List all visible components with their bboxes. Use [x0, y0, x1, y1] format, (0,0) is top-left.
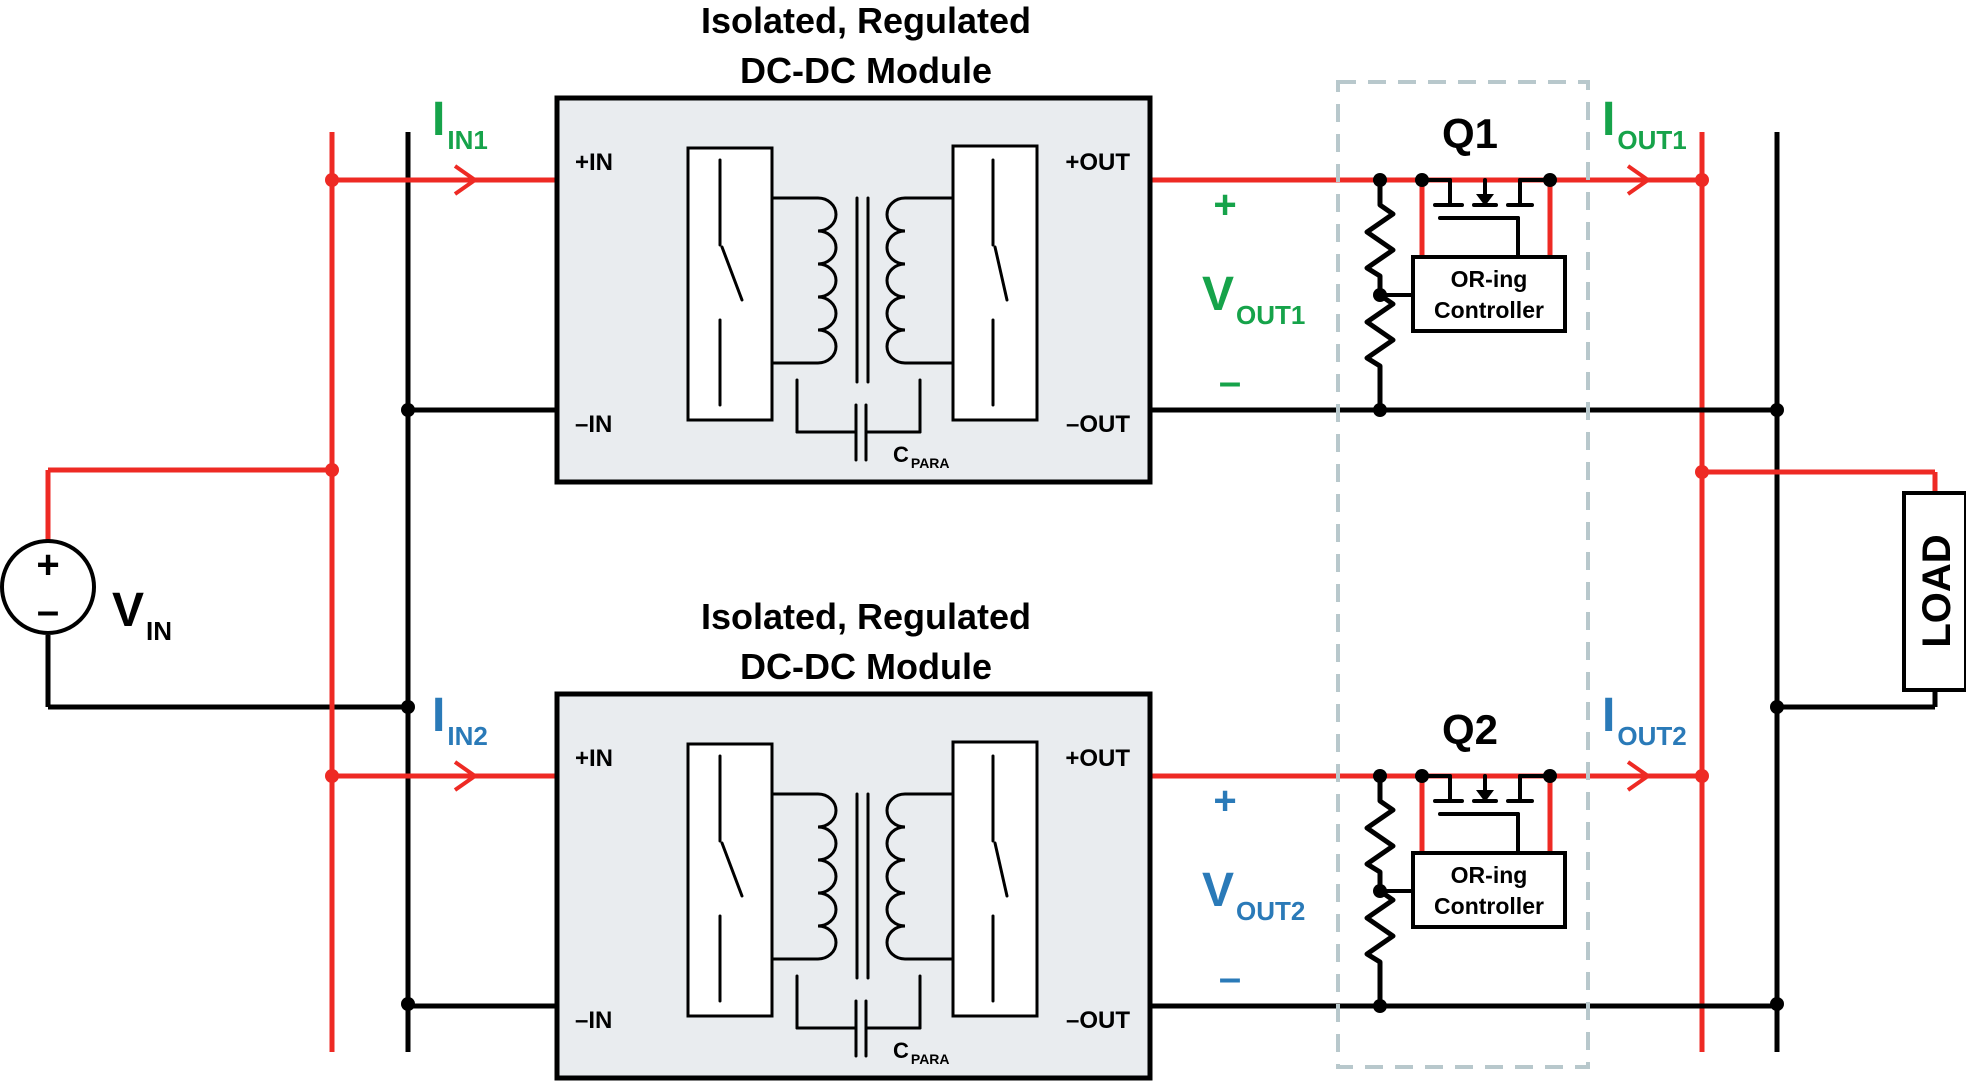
iin-label: IIN1: [432, 93, 488, 155]
pin-in-negative: –IN: [575, 411, 612, 438]
secondary-winding: [885, 792, 953, 961]
controller-line1: OR-ing: [1451, 862, 1528, 888]
secondary-winding: [885, 196, 953, 365]
vout-label: VOUT2: [1202, 864, 1305, 926]
module-title-line1: Isolated, Regulated: [701, 0, 1031, 41]
controller-line1: OR-ing: [1451, 266, 1528, 292]
fet-label: Q2: [1442, 706, 1498, 753]
voltage-source: + – VIN: [0, 467, 408, 710]
iin-label: IIN2: [432, 689, 488, 751]
primary-switch-block: [686, 742, 774, 1018]
module-title-line2: DC-DC Module: [740, 646, 992, 687]
vout-label: VOUT1: [1202, 268, 1305, 330]
primary-winding: [772, 792, 838, 961]
vin-label: VIN: [112, 584, 172, 646]
pin-out-negative: –OUT: [1066, 1007, 1130, 1034]
pin-out-positive: +OUT: [1065, 745, 1130, 772]
module-title-line1: Isolated, Regulated: [701, 596, 1031, 637]
controller-line2: Controller: [1434, 297, 1544, 323]
iout-label: IOUT2: [1602, 689, 1687, 751]
primary-switch-block: [686, 146, 774, 422]
vout-plus: +: [1213, 183, 1236, 227]
secondary-switch-block: [951, 740, 1039, 1018]
module-title-line2: DC-DC Module: [740, 50, 992, 91]
pin-in-positive: +IN: [575, 149, 613, 176]
iout-label: IOUT1: [1602, 93, 1687, 155]
load-label: LOAD: [1915, 534, 1959, 647]
primary-winding: [772, 196, 838, 365]
pin-out-positive: +OUT: [1065, 149, 1130, 176]
oring-controller: [1411, 851, 1567, 929]
controller-line2: Controller: [1434, 893, 1544, 919]
resistor-divider: [1364, 776, 1396, 1006]
resistor-divider: [1364, 180, 1396, 410]
vout-plus: +: [1213, 779, 1236, 823]
secondary-switch-block: [951, 144, 1039, 422]
source-minus: –: [37, 589, 59, 633]
pin-out-negative: –OUT: [1066, 411, 1130, 438]
oring-region: [1336, 80, 1590, 1069]
pin-in-positive: +IN: [575, 745, 613, 772]
pin-in-negative: –IN: [575, 1007, 612, 1034]
dc-dc-module: [554, 95, 1153, 485]
dc-dc-module: [554, 691, 1153, 1081]
fet-label: Q1: [1442, 110, 1498, 157]
load: LOAD: [1702, 469, 1966, 710]
junction-dots: [325, 173, 1784, 1011]
source-plus: +: [36, 543, 59, 587]
oring-controller: [1411, 255, 1567, 333]
vout-minus: –: [1219, 360, 1241, 404]
vout-minus: –: [1219, 956, 1241, 1000]
